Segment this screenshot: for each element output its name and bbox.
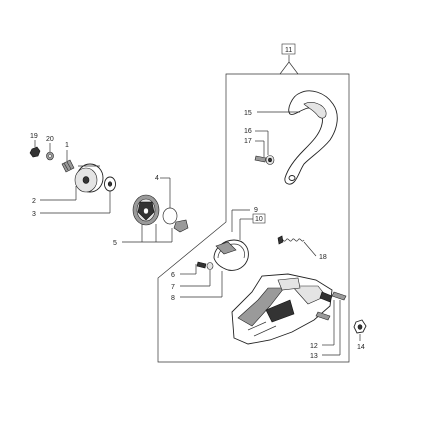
callout-11: 11 — [285, 47, 292, 54]
callout-14: 14 — [357, 344, 365, 351]
clutch-plate-part — [173, 219, 189, 233]
clutch-spring-part — [162, 207, 178, 225]
callout-19: 19 — [30, 133, 38, 140]
assembly-group-outline — [157, 73, 350, 363]
callout-10-box — [252, 213, 266, 224]
callout-13: 13 — [310, 353, 318, 360]
callout-20: 20 — [46, 136, 54, 143]
nut-part — [29, 146, 41, 158]
callout-6: 6 — [171, 272, 175, 279]
callout-4: 4 — [155, 175, 159, 182]
callout-5: 5 — [113, 240, 117, 247]
callout-11-leader — [279, 55, 299, 75]
brake-lever-part — [215, 241, 237, 255]
callout-17: 17 — [244, 138, 252, 145]
callout-12: 12 — [310, 343, 318, 350]
brake-spring-part — [279, 238, 305, 242]
callout-9: 9 — [254, 207, 258, 214]
bearing-part — [61, 159, 75, 173]
callout-7: 7 — [171, 284, 175, 291]
callout-16: 16 — [244, 128, 252, 135]
screw-part — [254, 155, 267, 163]
hand-guard-pivot — [288, 175, 296, 181]
callout-1: 1 — [65, 142, 69, 149]
hand-guard-inner — [303, 102, 327, 119]
callout-10: 10 — [255, 216, 263, 223]
callout-8: 8 — [171, 295, 175, 302]
callout-11-box — [281, 43, 296, 55]
callout-2: 2 — [32, 198, 36, 205]
callout-3: 3 — [32, 211, 36, 218]
pin-part — [196, 261, 207, 269]
callout-15: 15 — [244, 110, 252, 117]
cover-stud-part — [331, 291, 347, 301]
callout-18: 18 — [319, 254, 327, 261]
